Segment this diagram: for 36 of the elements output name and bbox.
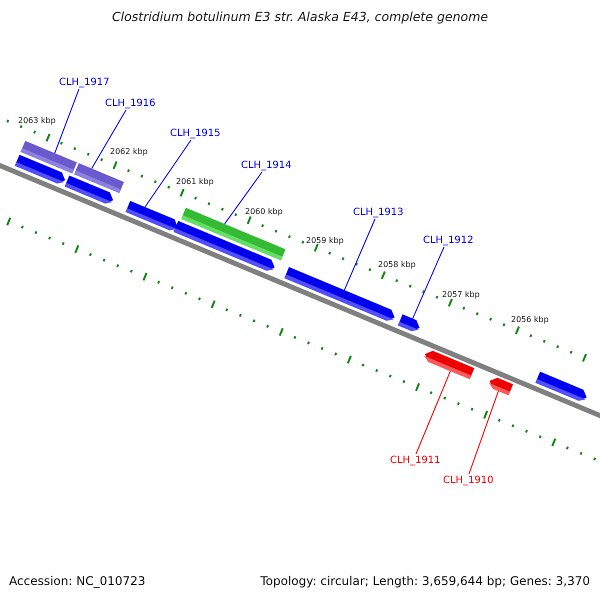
gene-label: CLH_1910 <box>443 474 494 487</box>
gene-block <box>424 350 474 380</box>
title: Clostridium botulinum E3 str. Alaska E43, complete genome <box>110 9 490 24</box>
gene-label: CLH_1911 <box>390 454 441 467</box>
gene-label: CLH_1916 <box>105 97 156 110</box>
scale-label: 2060 kbp <box>245 207 283 217</box>
gene-block <box>64 175 114 204</box>
scale-label: 2058 kbp <box>378 260 416 270</box>
leader-line <box>412 246 444 320</box>
gene-block <box>126 200 178 230</box>
gene-block <box>284 267 395 321</box>
leader-line <box>468 390 499 474</box>
scale-label: 2057 kbp <box>442 290 480 300</box>
scale-label: 2062 kbp <box>110 147 148 157</box>
scale-label: 2059 kbp <box>306 236 344 246</box>
leader-line <box>54 88 80 154</box>
genome-stats-text: Topology: circular; Length: 3,659,644 bp; Genes: 3,370 <box>260 574 590 589</box>
leader-line <box>224 172 262 224</box>
leader-line <box>91 110 126 170</box>
gene-label: CLH_1915 <box>170 127 221 140</box>
gene-block <box>535 372 587 401</box>
gene-block <box>398 314 420 332</box>
scale-label: 2063 kbp <box>18 116 56 126</box>
leader-line <box>344 218 376 291</box>
gene-block <box>174 220 275 271</box>
gene-label: CLH_1914 <box>241 159 292 172</box>
scale-label: 2056 kbp <box>511 315 549 325</box>
gene-block <box>488 378 514 396</box>
scale-label: 2061 kbp <box>176 177 214 187</box>
leader-line <box>144 140 192 208</box>
gene-label: CLH_1913 <box>353 206 404 219</box>
leader-line <box>416 370 451 454</box>
gene-label: CLH_1912 <box>423 234 474 247</box>
gene-label: CLH_1917 <box>59 76 110 89</box>
accession-text: Accession: NC_010723 <box>9 574 146 589</box>
gene-block <box>14 154 66 184</box>
